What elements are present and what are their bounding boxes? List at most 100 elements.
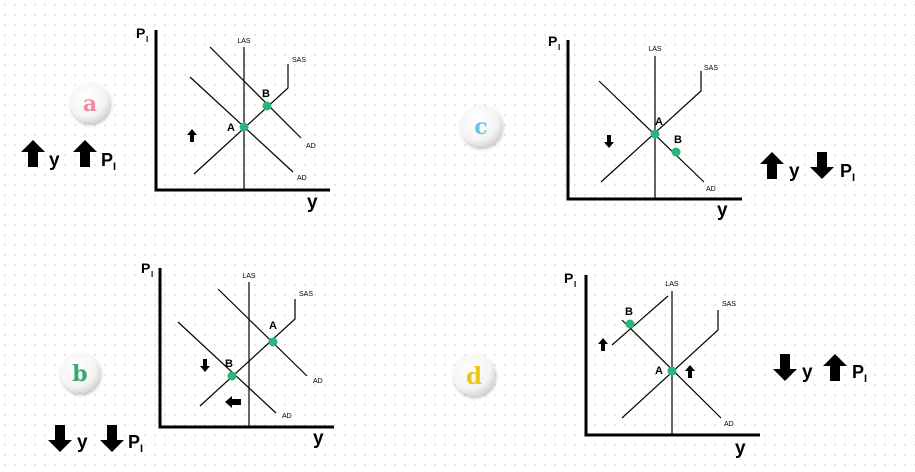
axis-c-x-label: y (717, 200, 728, 221)
summary-d-price-sub: I (864, 373, 867, 385)
panel-d: d y P I P I y LAS SAS AD A B (453, 270, 867, 459)
ad-label-d: AD (724, 421, 734, 428)
las-label-c: LAS (648, 46, 662, 53)
sas-label-c: SAS (704, 65, 718, 72)
summary-a-output: y (49, 150, 60, 171)
sas-label-b: SAS (299, 291, 313, 298)
sas-curve-b (199, 299, 296, 407)
sas-label-a: SAS (292, 57, 306, 64)
badge-d-circle (453, 354, 495, 396)
arrow-down-icon (604, 135, 614, 148)
ad-label-b-shifted: AD (282, 413, 292, 420)
point-d-A-label: A (655, 365, 663, 377)
axis-b-y-sub: I (151, 270, 153, 279)
badge-d-letter: d (466, 363, 482, 390)
sas-label-d: SAS (722, 301, 736, 308)
axis-d-y-sub: I (574, 280, 576, 289)
point-d-B (625, 319, 635, 329)
ad-label-c: AD (706, 186, 716, 193)
badge-c-circle (460, 105, 502, 147)
axes-a (154, 30, 330, 192)
ad-label-b-original: AD (313, 378, 323, 385)
arrow-up-icon (823, 354, 847, 381)
summary-a-price: P (101, 150, 113, 170)
axis-a-y-sub: I (146, 35, 148, 44)
badge-a-circle (70, 83, 110, 123)
arrow-up-icon (760, 152, 784, 179)
point-a-B (262, 101, 272, 111)
axes-c (566, 40, 742, 201)
arrow-up-icon (685, 365, 695, 378)
axis-a-y-label: P (136, 25, 145, 41)
axis-b-x-label: y (313, 428, 324, 449)
arrow-down-icon (810, 152, 834, 179)
summary-c-price: P (840, 161, 852, 181)
axes-d (584, 275, 760, 437)
ad-curve-a-shifted (209, 46, 302, 139)
point-d-B-label: B (625, 306, 633, 318)
summary-b: y P I (48, 425, 143, 455)
badge-a: a (70, 83, 110, 123)
badge-c: c (460, 105, 502, 147)
summary-d: y P I (773, 354, 867, 385)
ad-label-a-shifted: AD (306, 143, 316, 150)
summary-a: y P I (21, 140, 116, 173)
ad-label-a-original: AD (297, 175, 307, 182)
arrow-up-icon (21, 140, 45, 167)
summary-b-price: P (128, 432, 140, 452)
summary-c-price-sub: I (852, 172, 855, 184)
arrow-down-icon (100, 425, 124, 452)
las-label-b: LAS (242, 273, 256, 280)
point-c-B (671, 147, 681, 157)
axes-b (158, 268, 334, 429)
sas-curve-a (193, 64, 289, 175)
summary-c-output: y (789, 161, 800, 182)
sas-curve-d (621, 310, 719, 419)
panel-a: a y P I P I y LAS SAS AD AD A B (21, 25, 330, 213)
sas-curve-d-shifted (611, 295, 669, 346)
las-label-d: LAS (665, 281, 679, 288)
badge-b-letter: b (72, 361, 87, 387)
point-c-A-label: A (655, 116, 663, 128)
point-b-B (227, 371, 237, 381)
summary-b-output: y (77, 432, 88, 453)
arrow-left-icon (225, 396, 241, 408)
graph-a: P I y LAS SAS AD AD A B (136, 25, 330, 213)
las-label-a: LAS (237, 38, 251, 45)
badge-b-circle (60, 353, 100, 393)
point-a-A (239, 122, 249, 132)
summary-d-price: P (852, 362, 864, 382)
summary-b-price-sub: I (140, 443, 143, 455)
badge-b: b (60, 353, 100, 393)
point-b-B-label: B (225, 358, 233, 370)
point-a-B-label: B (262, 88, 270, 100)
point-a-A-label: A (227, 122, 235, 134)
axis-d-y-label: P (564, 270, 573, 286)
axis-b-y-label: P (141, 260, 150, 276)
point-c-B-label: B (674, 134, 682, 146)
summary-a-price-sub: I (113, 161, 116, 173)
badge-d: d (453, 354, 495, 396)
arrow-down-icon (200, 359, 210, 372)
summary-d-output: y (802, 362, 813, 383)
ad-curve-b-shifted (177, 321, 277, 414)
axis-a-x-label: y (307, 192, 318, 213)
badge-a-letter: a (83, 91, 97, 117)
badge-c-letter: c (474, 114, 487, 140)
ad-curve-b-original (217, 288, 308, 377)
sas-curve-c (600, 71, 702, 183)
axis-d-x-label: y (735, 438, 746, 459)
panel-b: b y P I P I y LAS SAS AD AD A (48, 260, 334, 455)
summary-c: y P I (760, 152, 855, 184)
arrow-up-icon (73, 140, 97, 167)
arrow-up-icon (598, 338, 608, 351)
graph-b: P I y LAS SAS AD AD A B (141, 260, 334, 449)
arrow-down-icon (48, 425, 72, 452)
point-c-A (650, 129, 660, 139)
point-b-A (268, 337, 278, 347)
axis-c-y-sub: I (558, 43, 560, 52)
graph-c: P I y LAS SAS AD A B (548, 33, 742, 221)
arrow-down-icon (773, 354, 797, 381)
point-d-A (667, 366, 677, 376)
